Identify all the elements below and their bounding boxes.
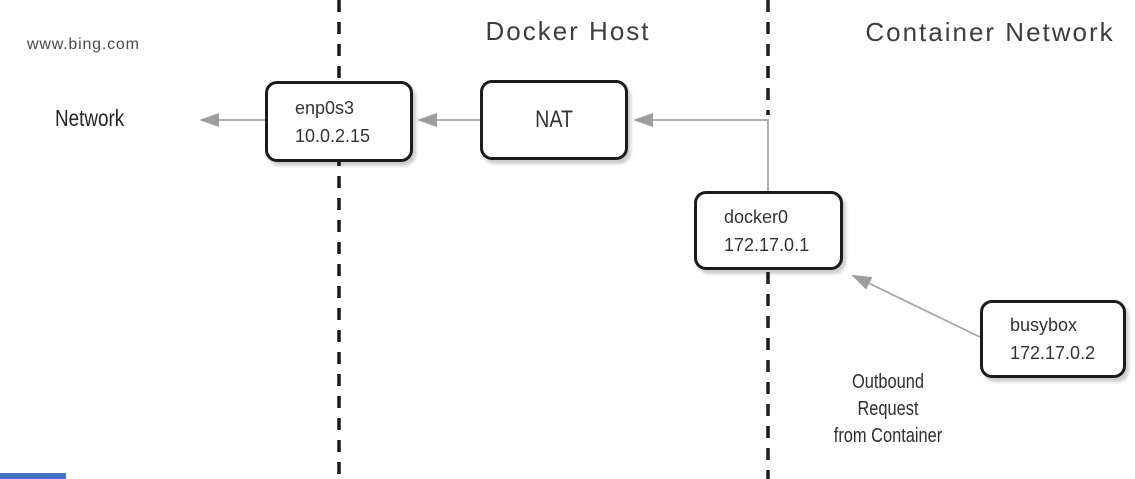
node-busybox: busybox 172.17.0.2: [980, 300, 1126, 378]
outbound-request-caption: Outbound Request from Container: [798, 369, 978, 450]
caption-line-2: Request: [857, 398, 919, 420]
container-network-title: Container Network: [865, 17, 1115, 47]
enp0s3-interface-name: enp0s3: [295, 97, 355, 118]
docker0-ip-address: 172.17.0.1: [724, 234, 810, 255]
docker0-interface-name: docker0: [724, 206, 789, 227]
caption-line-3: from Container: [833, 425, 943, 447]
arrow-busybox-to-docker0: [851, 274, 981, 338]
enp0s3-ip-address: 10.0.2.15: [295, 125, 371, 146]
caption-line-1: Outbound: [851, 371, 925, 393]
busybox-container-name: busybox: [1010, 315, 1078, 335]
node-nat: NAT: [480, 80, 628, 160]
node-enp0s3: enp0s3 10.0.2.15: [265, 81, 413, 162]
accent-bar: [0, 473, 66, 479]
watermark-url: www.bing.com: [27, 36, 140, 53]
docker-host-title: Docker Host: [485, 16, 651, 46]
external-network-label-text: Network: [55, 105, 125, 131]
nat-label: NAT: [535, 106, 573, 133]
arrow-docker0-to-nat: [633, 113, 769, 191]
busybox-ip-address: 172.17.0.2: [1010, 343, 1096, 363]
node-docker0: docker0 172.17.0.1: [694, 191, 843, 270]
external-network-label: Network: [55, 105, 139, 132]
